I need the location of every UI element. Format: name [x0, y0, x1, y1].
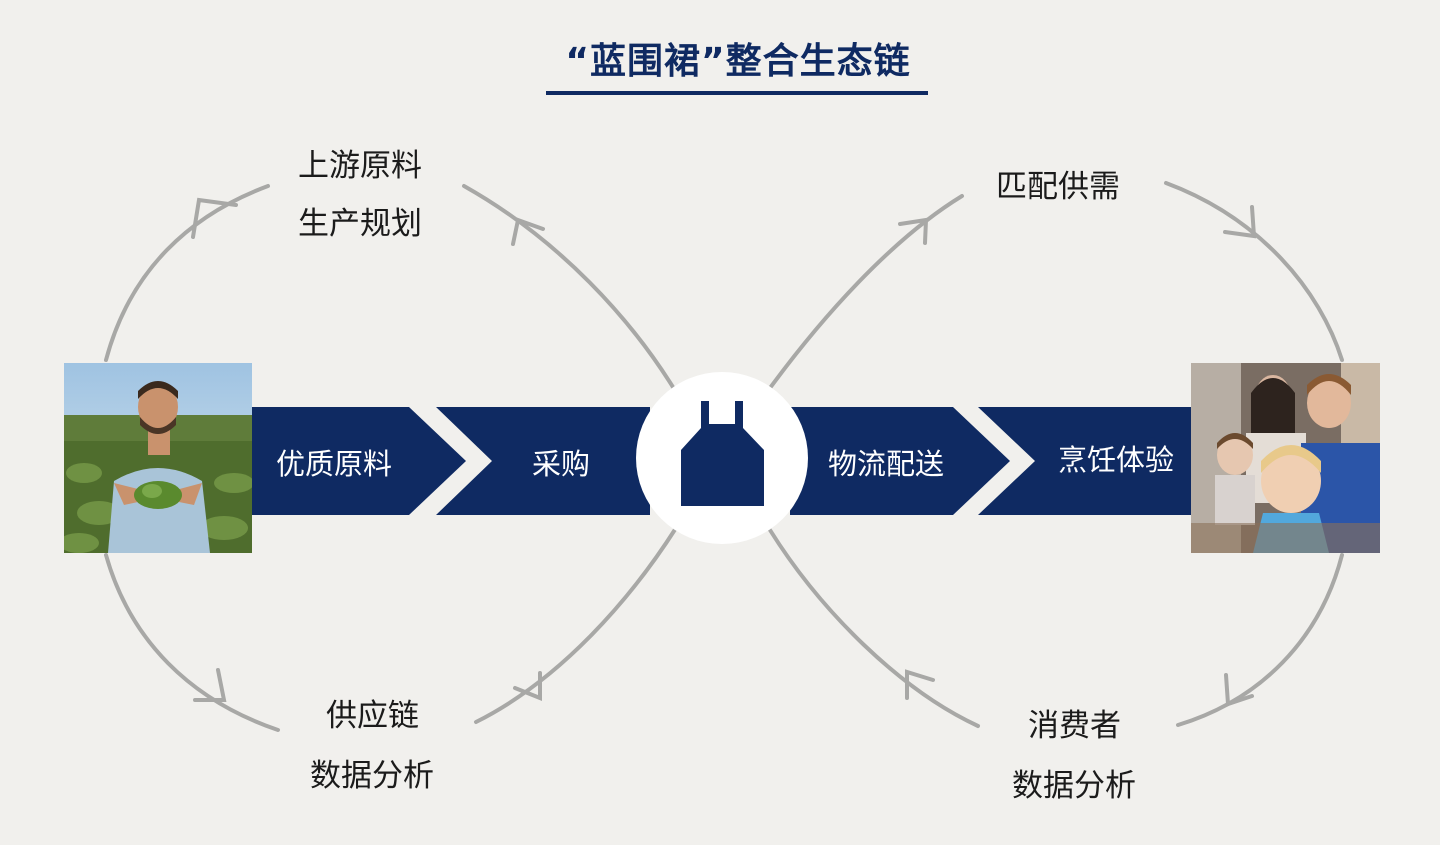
chevron-step-1 [252, 407, 466, 515]
arc-left-lower [104, 553, 280, 732]
label-lower-right-line2: 数据分析 [1012, 768, 1136, 804]
label-lower-right: 消费者 [1028, 697, 1121, 755]
arc-center-lower-right [768, 528, 980, 728]
chevron-step-2 [436, 407, 650, 515]
title-underline [546, 91, 928, 95]
arrowhead-center-lower-left [513, 671, 542, 701]
label-upper-right: 匹配供需 [996, 158, 1120, 216]
step-label-quality-ingredients: 优质原料 [276, 447, 393, 481]
arc-center-lower-left [474, 526, 678, 724]
label-lower-left-line1: 供应链 [326, 698, 419, 734]
label-lower-left-line2: 数据分析 [310, 758, 434, 794]
label-lower-left: 供应链 [326, 687, 419, 745]
farmer-holding-greens-photo [64, 363, 252, 553]
arrowhead-center-upper-left [511, 217, 545, 246]
farmer-photo [64, 363, 252, 553]
family-cooking-photo [1191, 363, 1380, 553]
apron-icon [681, 401, 764, 506]
label-upper-right-line1: 匹配供需 [996, 169, 1120, 205]
family-photo [1191, 363, 1380, 553]
arrowhead-left-lower [193, 668, 227, 702]
label-upper-left: 上游原料 生产规划 [298, 137, 422, 253]
arrowhead-center-upper-right [898, 217, 929, 245]
diagram-title: “蓝围裙”整合生态链 [565, 41, 911, 82]
arc-center-upper-right [768, 194, 964, 390]
step-label-cooking-experience: 烹饪体验 [1058, 443, 1175, 477]
arrowhead-right-lower [1224, 673, 1254, 707]
arrowhead-center-lower-right [905, 669, 935, 700]
arrowhead-left-upper [191, 197, 238, 239]
label-lower-left-2: 数据分析 [310, 747, 434, 805]
chevron-step-3 [790, 407, 1010, 515]
label-upper-left-line2: 生产规划 [298, 206, 422, 242]
arc-right-upper [1164, 181, 1344, 362]
arrowhead-right-upper [1223, 205, 1257, 239]
step-label-procurement: 采购 [532, 447, 591, 481]
arc-left-upper [104, 184, 270, 362]
arc-center-upper-left [462, 184, 678, 394]
arc-right-lower [1176, 553, 1344, 727]
label-upper-left-line1: 上游原料 [298, 148, 422, 184]
chevron-step-4 [978, 407, 1195, 515]
label-lower-right-line1: 消费者 [1028, 708, 1121, 744]
step-label-logistics: 物流配送 [828, 447, 945, 481]
label-lower-right-2: 数据分析 [1012, 757, 1136, 815]
